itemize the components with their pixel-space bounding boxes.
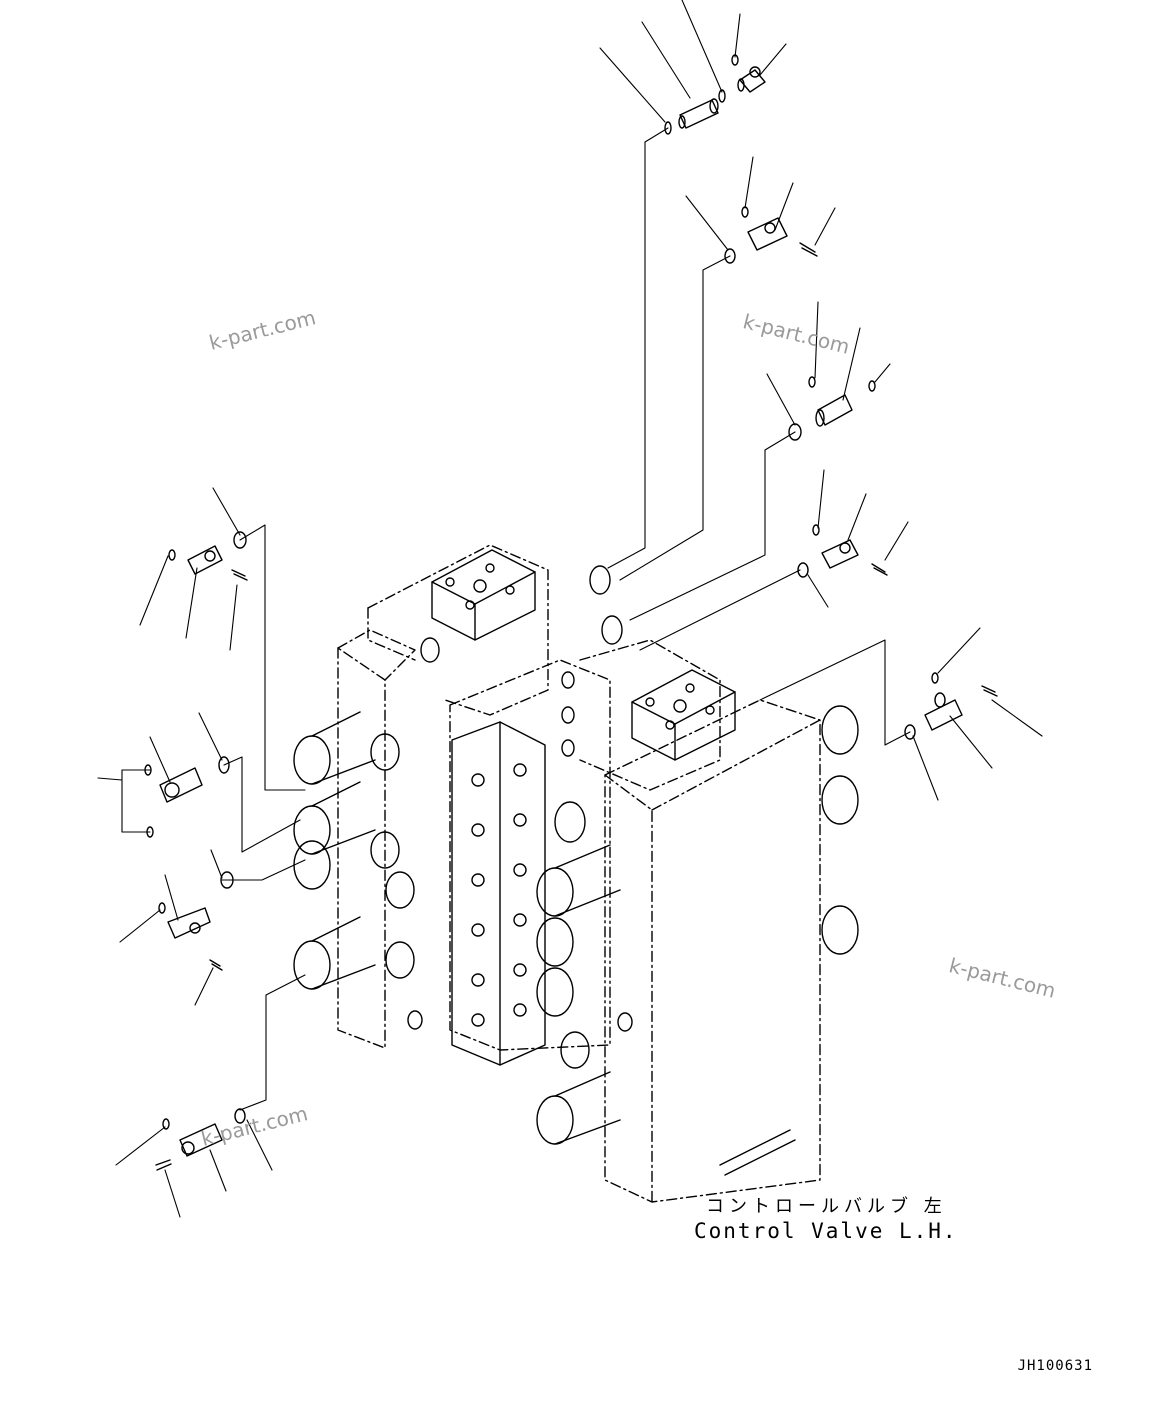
caption-japanese: コントロールバルブ 左 bbox=[706, 1196, 947, 1217]
fitting-left-2 bbox=[144, 756, 230, 838]
fitting-top-1 bbox=[664, 89, 726, 135]
top-plate-left bbox=[431, 549, 536, 641]
fitting-left-3 bbox=[158, 871, 234, 971]
fitting-elbow-4 bbox=[797, 524, 888, 578]
leader-lines bbox=[97, 0, 1043, 1218]
fitting-elbow-2 bbox=[724, 206, 818, 264]
fitting-left-1 bbox=[168, 531, 248, 581]
center-cover-plate bbox=[451, 721, 546, 1066]
reference-code: JH100631 bbox=[1017, 1358, 1093, 1374]
fitting-3 bbox=[788, 376, 876, 441]
fitting-left-4 bbox=[155, 1108, 246, 1171]
fitting-right-5 bbox=[904, 672, 998, 740]
spool-caps-right bbox=[536, 705, 859, 1145]
body-ports bbox=[407, 565, 796, 1176]
top-plate-right bbox=[631, 669, 736, 761]
spool-caps-left bbox=[293, 711, 415, 990]
valve-body-outline bbox=[337, 544, 821, 1203]
fitting-top-2 bbox=[731, 54, 766, 93]
caption-english: Control Valve L.H. bbox=[694, 1219, 958, 1243]
